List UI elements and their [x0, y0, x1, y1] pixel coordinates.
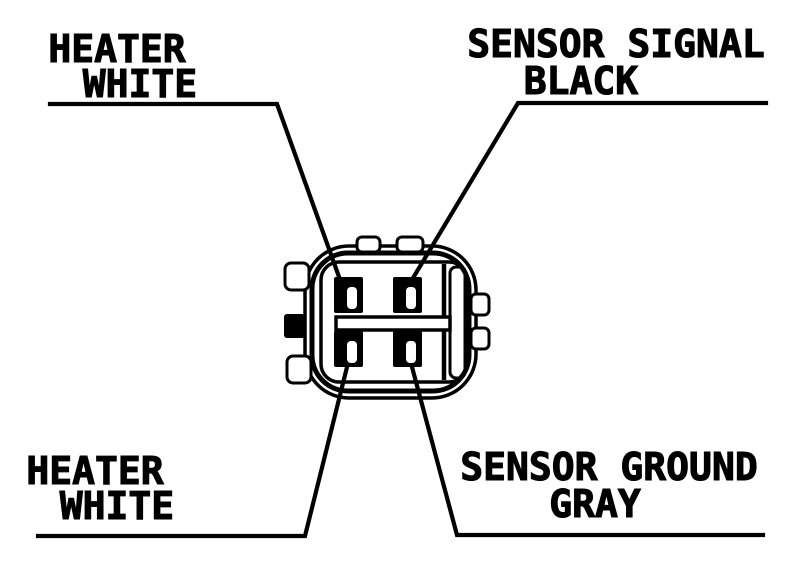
label-bottom-right-line1: SENSOR GROUND	[460, 445, 757, 489]
label-top-left-line2: WHITE	[83, 62, 197, 106]
tab-left-middle-solid	[284, 314, 306, 338]
label-top-left-line1: HEATER	[48, 27, 185, 71]
tab-top-left	[355, 235, 382, 254]
pin-slot	[406, 341, 416, 363]
connector-body	[283, 235, 491, 400]
label-top-right: SENSOR SIGNAL BLACK	[407, 21, 769, 286]
label-bottom-right: SENSOR GROUND GRAY	[409, 364, 766, 538]
leader-line-top-right	[407, 100, 769, 286]
label-top-right-line1: SENSOR SIGNAL	[467, 22, 764, 66]
pin-top-left-heater	[334, 277, 363, 313]
leader-line-bottom-right	[409, 364, 766, 538]
tab-right-lower	[469, 326, 491, 351]
pin-bottom-left-heater	[334, 331, 363, 367]
label-bottom-left-line2: WHITE	[60, 484, 174, 528]
center-rib	[334, 315, 452, 332]
keyway-channel	[448, 265, 467, 380]
leader-line-top-left	[47, 101, 346, 291]
label-bottom-left-line1: HEATER	[26, 449, 163, 493]
tab-right-upper	[469, 292, 491, 317]
connector-cavity	[319, 260, 469, 384]
label-top-right-line2: BLACK	[524, 59, 639, 103]
pin-slot	[406, 287, 416, 309]
tab-top-right	[395, 235, 425, 254]
connector-middle-shell	[309, 250, 472, 394]
tab-left-lower	[285, 354, 313, 385]
label-bottom-left: HEATER WHITE	[26, 364, 350, 539]
pin-slot	[347, 287, 357, 309]
leader-line-bottom-left	[35, 364, 350, 539]
label-bottom-right-line2: GRAY	[549, 482, 641, 526]
pin-slot	[347, 341, 357, 363]
tab-left-upper	[283, 261, 311, 292]
label-top-left: HEATER WHITE	[47, 26, 346, 291]
pin-bottom-right-sensor-ground	[393, 331, 422, 367]
pin-top-right-sensor-signal	[393, 277, 422, 313]
